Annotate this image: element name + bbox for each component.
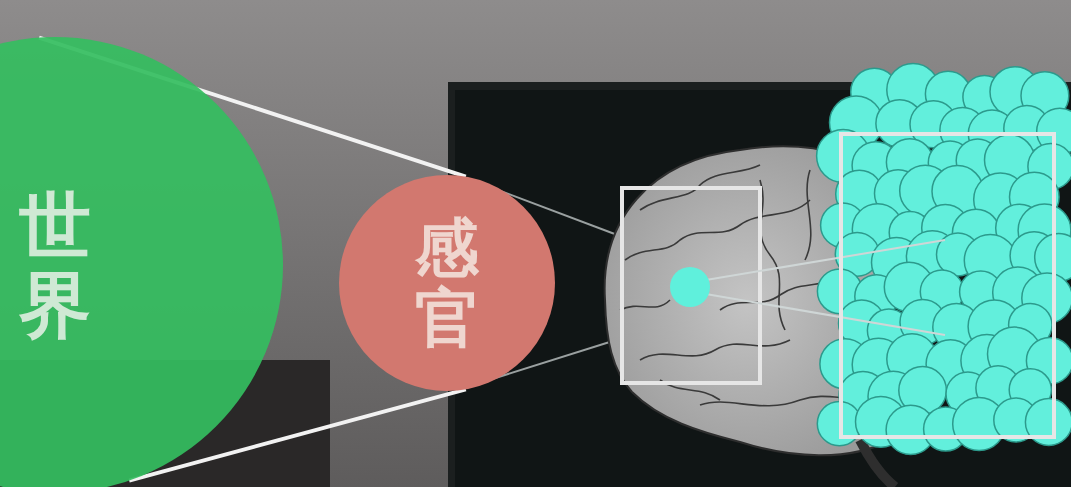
neuron-cluster <box>817 64 1071 455</box>
sense-circle: 感官 <box>339 175 555 391</box>
focus-box <box>622 188 760 383</box>
neuron-dot <box>670 267 710 307</box>
zoom-box <box>841 134 1054 437</box>
vertical-label: 世界 <box>19 186 91 344</box>
zoom-line <box>700 293 945 335</box>
vertical-label: 感官 <box>415 213 479 354</box>
zoom-line <box>700 240 945 281</box>
